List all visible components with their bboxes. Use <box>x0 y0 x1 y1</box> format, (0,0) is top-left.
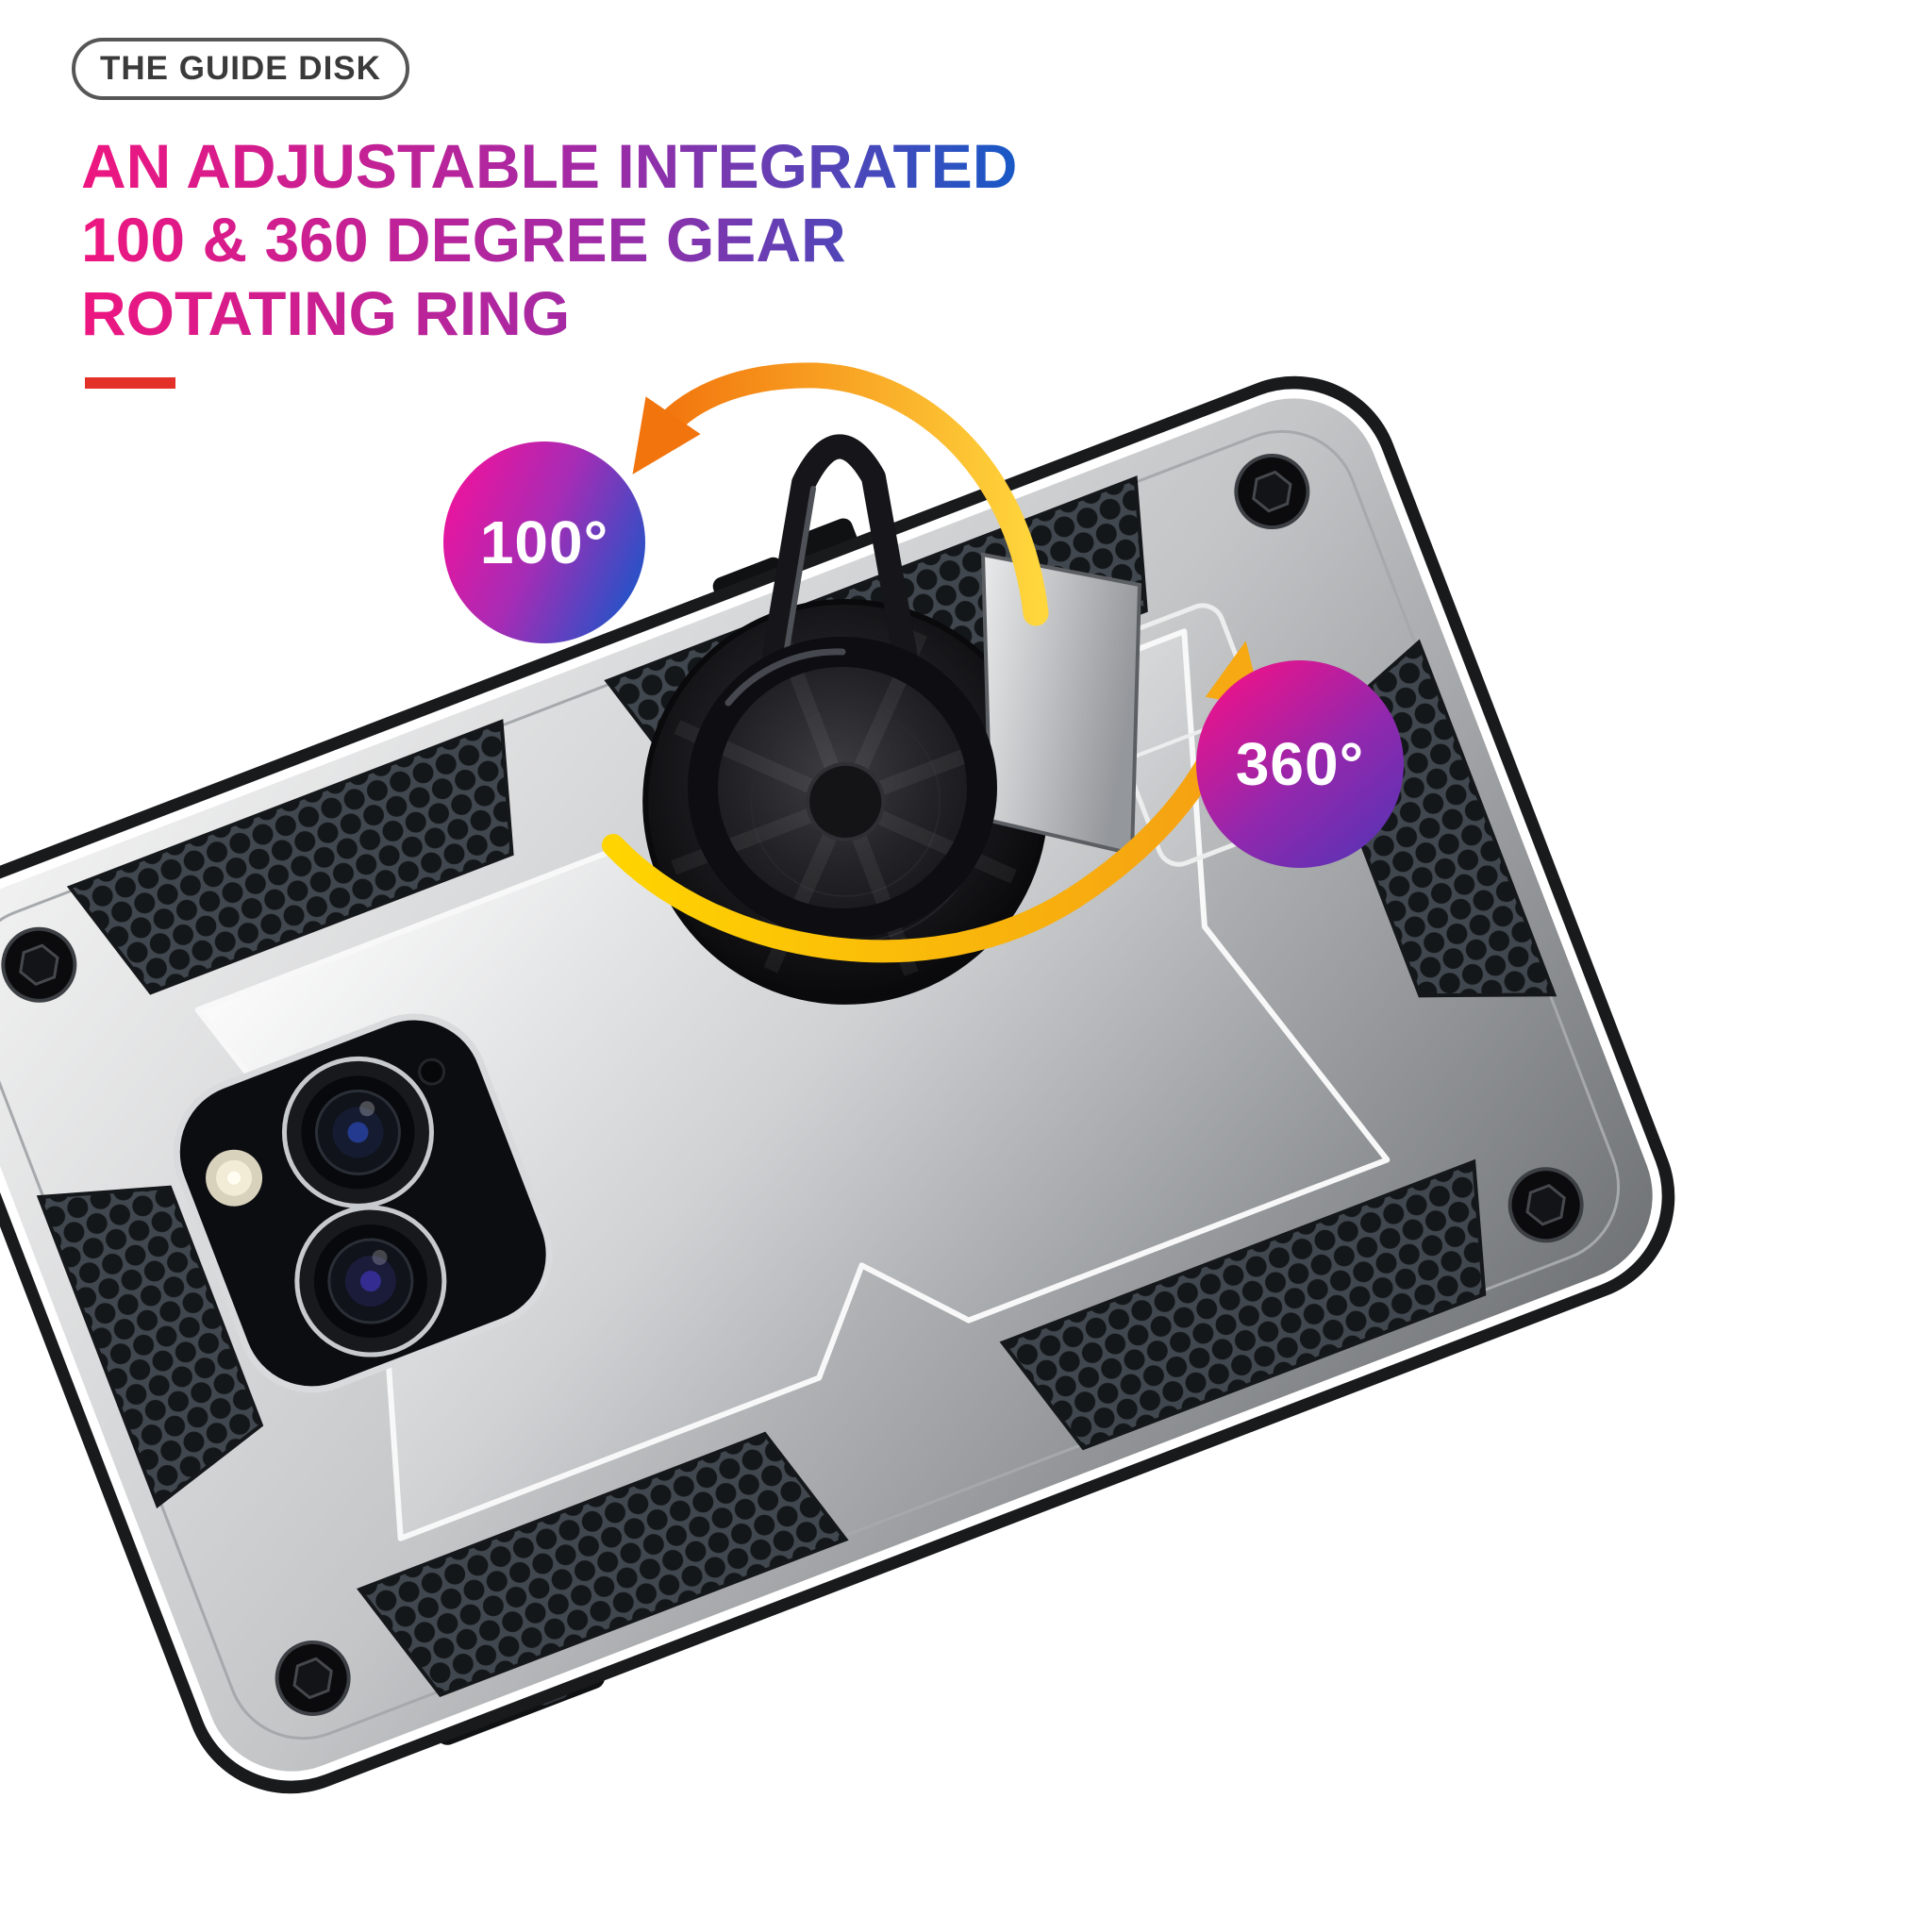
ring-glint <box>724 648 846 707</box>
headline-line-2: 100 & 360 DEGREE GEAR <box>81 204 846 277</box>
camera-flash <box>206 1149 263 1207</box>
angle-badge-360: 360° <box>1196 660 1404 868</box>
angle-badge-100-label: 100° <box>479 508 609 576</box>
ring-kickstand-assembly <box>688 434 1142 939</box>
camera-lens-bottom <box>294 1205 447 1357</box>
bracket-highlight <box>782 486 816 663</box>
guide-disk-badge: THE GUIDE DISK <box>72 38 409 100</box>
camera-mic-dot <box>418 1058 446 1086</box>
arrow-100-degree <box>632 362 1049 626</box>
angle-badge-100: 100° <box>443 441 645 643</box>
corner-bolts <box>1 454 1584 1716</box>
guide-disk-badge-label: THE GUIDE DISK <box>100 50 381 87</box>
angle-badge-360-label: 360° <box>1235 730 1365 798</box>
accent-underline <box>85 377 175 389</box>
headline-line-1: AN ADJUSTABLE INTEGRATED <box>81 130 1017 204</box>
kickstand-plate <box>980 552 1142 857</box>
ring-bracket <box>759 434 920 684</box>
camera-lens-top <box>281 1056 434 1208</box>
case-body-group <box>0 375 1675 1794</box>
headline-line-3: ROTATING RING <box>81 277 570 351</box>
headline: AN ADJUSTABLE INTEGRATED 100 & 360 DEGRE… <box>81 130 1017 351</box>
camera-module <box>173 1013 553 1393</box>
